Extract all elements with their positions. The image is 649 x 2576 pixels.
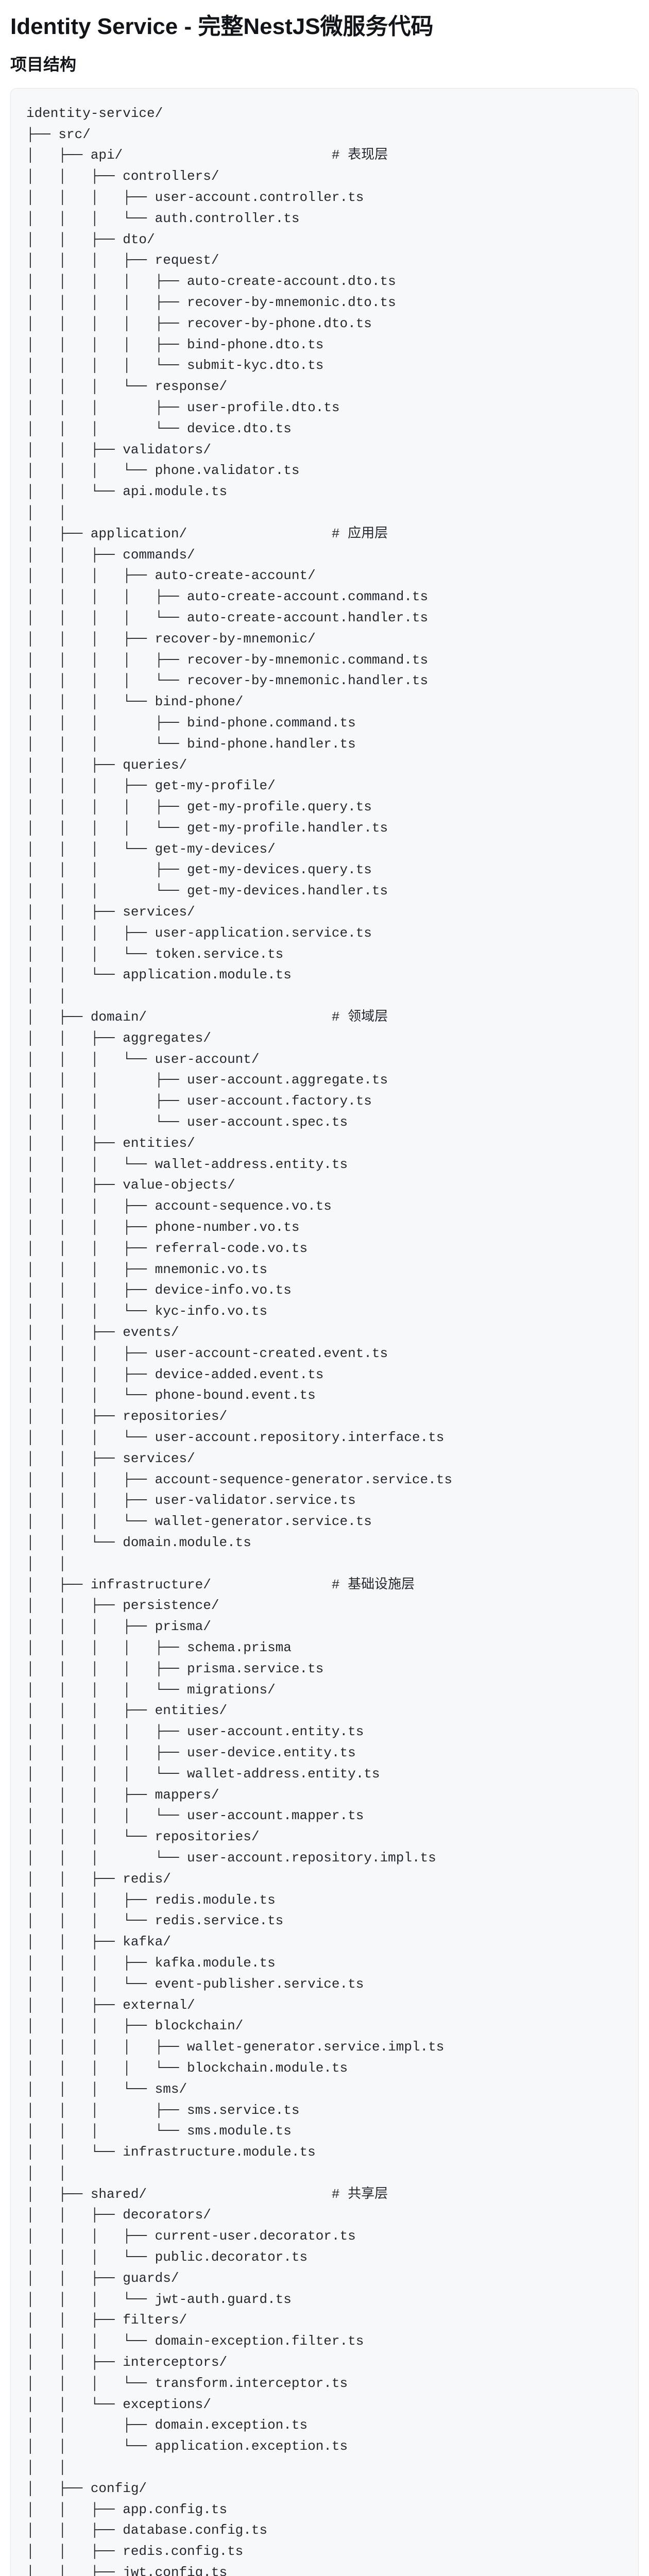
- page-title: Identity Service - 完整NestJS微服务代码: [10, 14, 434, 39]
- file-tree-code-block: identity-service/ ├── src/ │ ├── api/ # …: [10, 88, 639, 2576]
- file-tree: identity-service/ ├── src/ │ ├── api/ # …: [26, 105, 452, 2576]
- section-heading-project-structure: 项目结构: [10, 55, 77, 74]
